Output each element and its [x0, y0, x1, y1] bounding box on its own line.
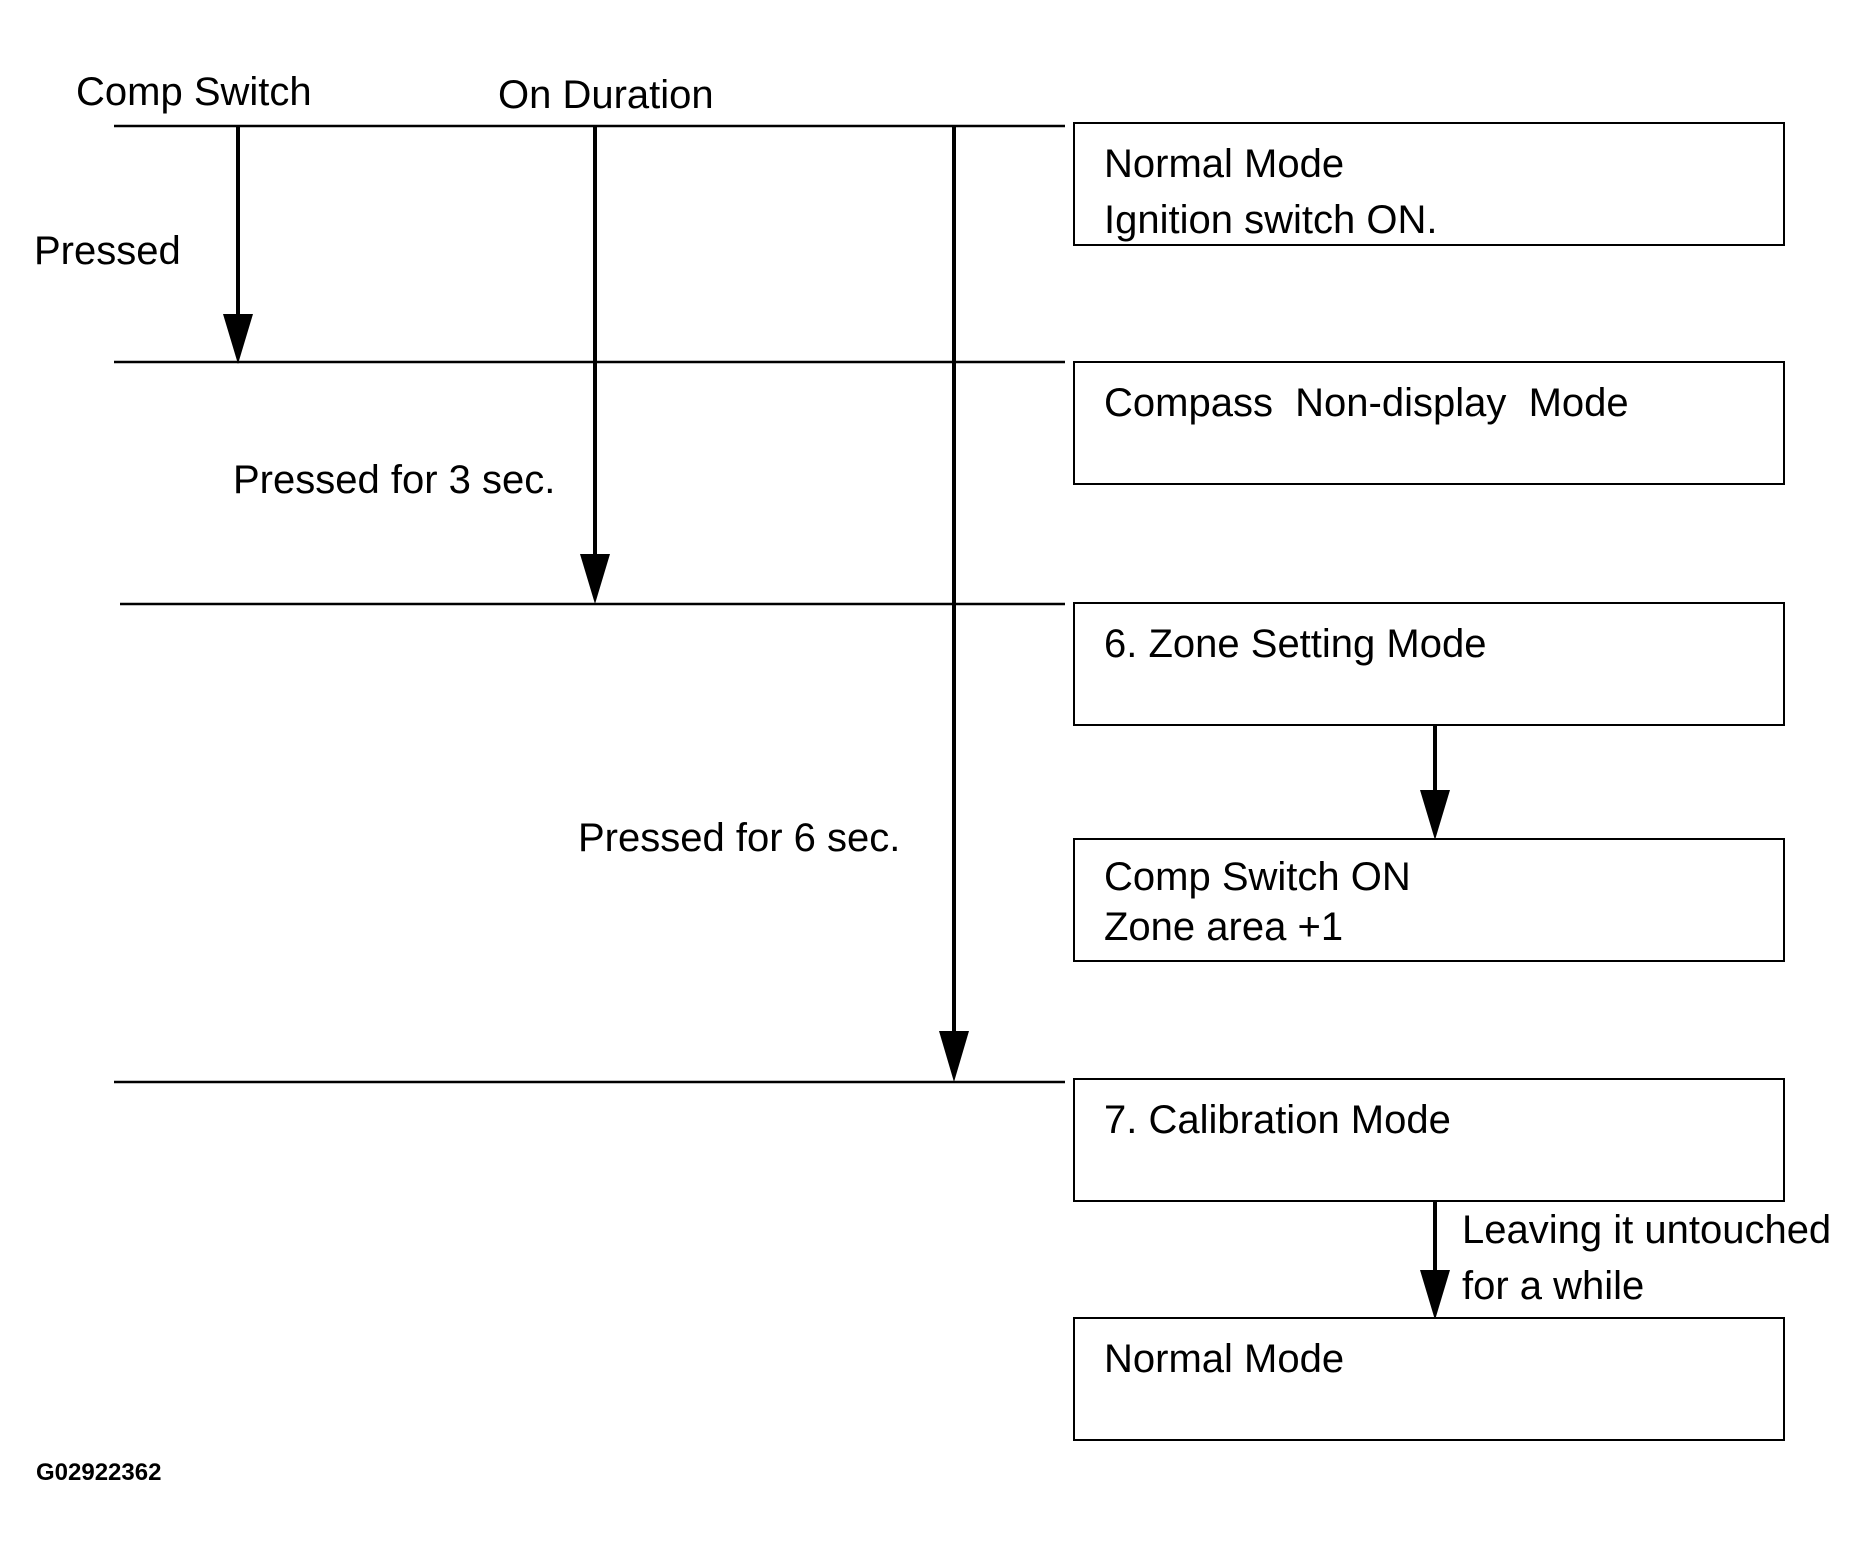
- pressed-label: Pressed: [34, 229, 181, 273]
- mode-detail: Zone area +1: [1104, 905, 1344, 949]
- mode-title: Normal Mode: [1104, 142, 1345, 186]
- for-a-while-label: for a while: [1462, 1264, 1645, 1308]
- arrow-head-leaving-untouched: [1420, 1270, 1450, 1320]
- arrow-head-pressed: [223, 314, 253, 364]
- leaving-untouched-label: Leaving it untouched: [1462, 1208, 1832, 1252]
- arrow-head-zone-to-switch: [1420, 790, 1450, 840]
- arrow-head-pressed-3s: [580, 554, 610, 604]
- on-duration-header: On Duration: [498, 73, 714, 117]
- arrow-head-pressed-6s: [939, 1031, 969, 1082]
- mode-title: Normal Mode: [1104, 1337, 1345, 1381]
- comp-switch-header: Comp Switch: [76, 70, 312, 114]
- pressed-3-sec-label: Pressed for 3 sec.: [233, 458, 556, 502]
- mode-box-calibration: 7. Calibration Mode: [1073, 1078, 1785, 1202]
- mode-title: Compass Non-display Mode: [1104, 381, 1629, 425]
- figure-id: G02922362: [36, 1459, 162, 1486]
- mode-title: 6. Zone Setting Mode: [1104, 622, 1487, 666]
- mode-box-normal: Normal Mode Ignition switch ON.: [1073, 122, 1785, 246]
- mode-title: Comp Switch ON: [1104, 855, 1411, 899]
- mode-box-comp-switch-on: Comp Switch ON Zone area +1: [1073, 838, 1785, 962]
- mode-title: 7. Calibration Mode: [1104, 1098, 1451, 1142]
- mode-box-zone-setting: 6. Zone Setting Mode: [1073, 602, 1785, 726]
- mode-box-normal-return: Normal Mode: [1073, 1317, 1785, 1441]
- mode-box-compass-non-display: Compass Non-display Mode: [1073, 361, 1785, 485]
- mode-detail: Ignition switch ON.: [1104, 198, 1438, 242]
- pressed-6-sec-label: Pressed for 6 sec.: [578, 816, 901, 860]
